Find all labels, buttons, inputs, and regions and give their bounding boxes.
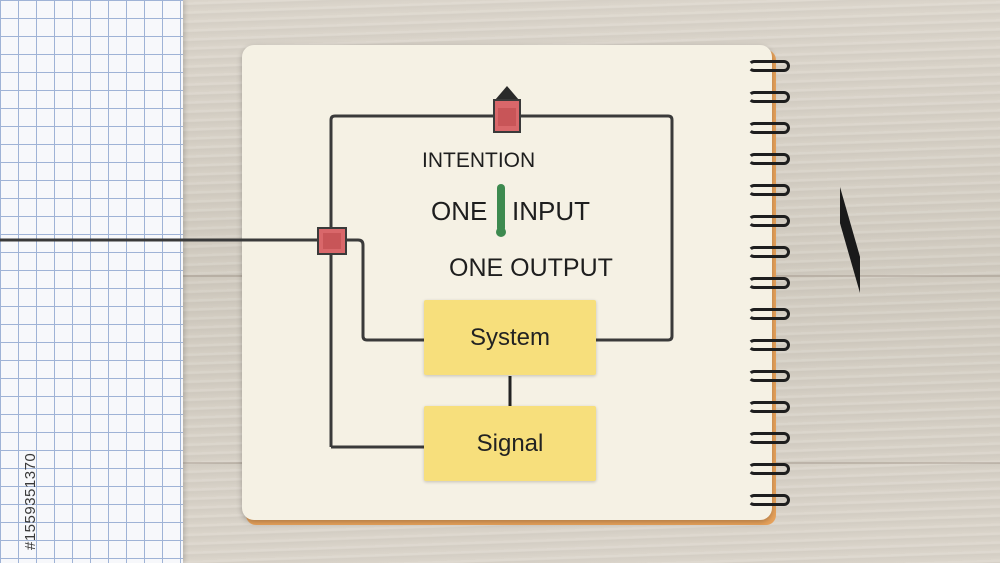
system-box: System [424,300,596,375]
node-to-system-line [346,238,424,342]
node-inner [498,108,516,126]
pen-icon [840,76,860,361]
node-square-icon [317,227,347,255]
feedback-loop-line [329,114,674,447]
input-label: INPUT [512,196,590,226]
arrow-up-icon [495,86,519,100]
signal-box: Signal [424,406,596,481]
node-inner [323,233,341,249]
one-output-label: ONE OUTPUT [449,254,613,282]
green-indicator [497,184,505,232]
intention-label: INTENTION [422,149,536,172]
grid-paper: #1559351370 [0,0,183,563]
green-indicator-bulb [496,227,506,237]
one-label: ONE [431,196,488,226]
spiral-binding-icon [748,60,794,510]
